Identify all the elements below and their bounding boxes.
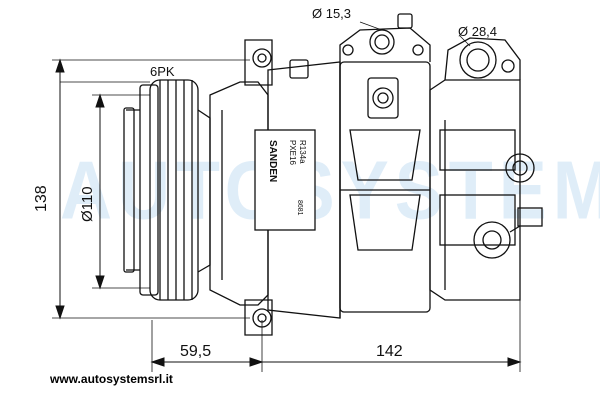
valve: [367, 77, 399, 119]
port-small: [339, 13, 431, 62]
refrigerant-label: R134a: [298, 140, 307, 164]
port-large: [444, 37, 521, 81]
compressor-body: [254, 59, 341, 319]
footer-url[interactable]: www.autosystemsrl.it: [50, 372, 173, 386]
dim-port-small: Ø 15,3: [312, 6, 351, 21]
pulley: [123, 79, 211, 301]
dim-pulley-diameter: Ø110: [79, 186, 96, 222]
dim-belt-type: 6PK: [150, 64, 175, 79]
dim-port-large: Ø 28,4: [458, 24, 497, 39]
model-label: PXE16: [288, 140, 297, 165]
side-connector: [473, 153, 543, 259]
brand-label: SANDEN: [267, 140, 278, 182]
dim-body-length: 142: [376, 343, 403, 360]
label-plate: SANDEN PXE16 R134a 8681: [267, 140, 307, 216]
code-label: 8681: [296, 200, 303, 216]
dimension-lines: [52, 21, 522, 372]
dim-height: 138: [33, 185, 50, 212]
rear-head: [339, 61, 521, 313]
dim-pulley-offset: 59,5: [180, 343, 211, 360]
